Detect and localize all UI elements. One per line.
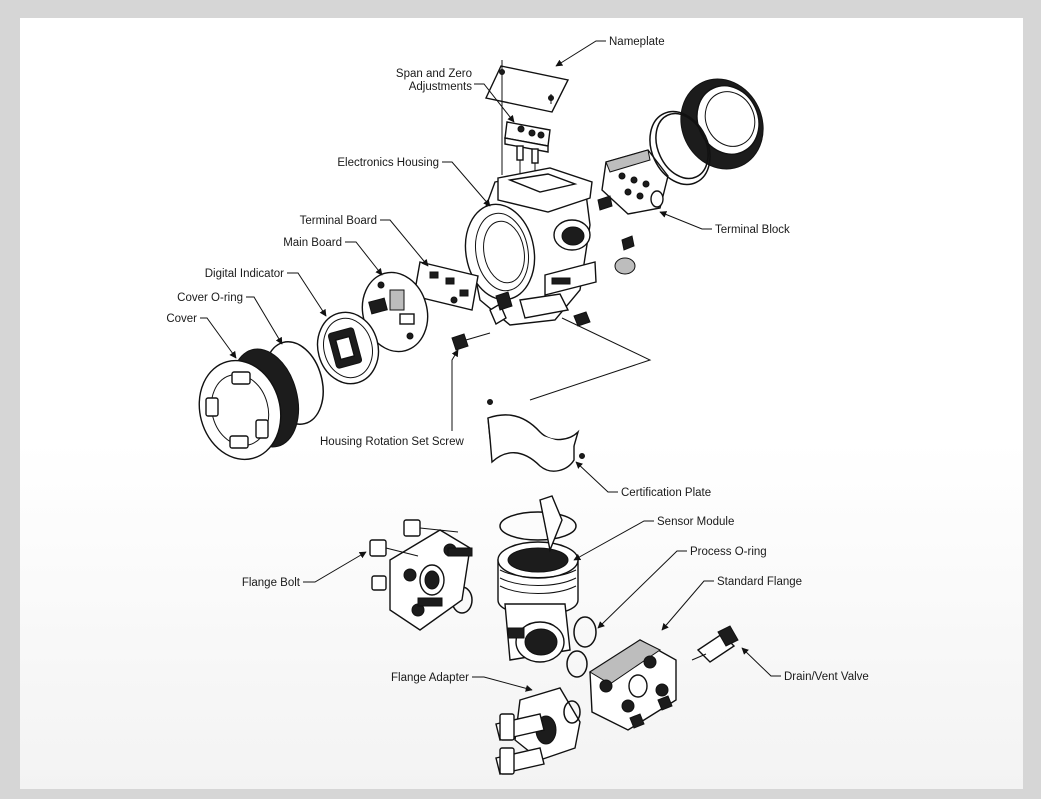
terminal-board-part xyxy=(413,261,513,311)
nameplate-part xyxy=(484,60,570,175)
alignment-line xyxy=(529,317,652,401)
electronics-housing-part xyxy=(464,167,597,326)
housing-rotation-set-screw-part xyxy=(451,311,591,351)
label-certification-plate: Certification Plate xyxy=(621,487,711,499)
label-flange-adapter: Flange Adapter xyxy=(391,672,469,684)
rear-cover-part xyxy=(649,78,764,186)
terminal-block-part xyxy=(597,149,669,275)
standard-flange-part xyxy=(589,639,677,731)
label-nameplate: Nameplate xyxy=(609,36,665,48)
label-sensor-module: Sensor Module xyxy=(657,516,734,528)
label-housing-rotation-set-screw: Housing Rotation Set Screw xyxy=(320,436,465,448)
label-terminal-block: Terminal Block xyxy=(715,224,790,236)
main-board-part xyxy=(361,271,429,353)
label-terminal-board: Terminal Board xyxy=(300,215,377,227)
left-flange-part xyxy=(369,519,473,631)
label-process-oring: Process O-ring xyxy=(690,546,767,558)
leader-lines xyxy=(200,40,781,692)
sensor-module-part xyxy=(497,495,579,663)
certification-plate-part xyxy=(487,399,585,472)
label-cover: Cover xyxy=(166,313,197,325)
drain-vent-valve-part xyxy=(691,625,739,663)
flange-adapter-part xyxy=(495,687,581,775)
label-flange-bolt: Flange Bolt xyxy=(242,577,301,589)
label-digital-indicator: Digital Indicator xyxy=(205,268,284,280)
span-zero-adjustments-part xyxy=(504,121,551,182)
digital-indicator-part xyxy=(316,311,380,385)
label-electronics-housing: Electronics Housing xyxy=(337,157,439,169)
label-span-zero-line1: Span and Zero xyxy=(396,68,472,80)
cover-part xyxy=(198,348,300,461)
label-span-zero-line2: Adjustments xyxy=(409,81,473,93)
label-main-board: Main Board xyxy=(283,237,342,249)
label-drain-vent-valve: Drain/Vent Valve xyxy=(784,671,869,683)
label-cover-oring: Cover O-ring xyxy=(177,292,243,304)
label-standard-flange: Standard Flange xyxy=(717,576,802,588)
